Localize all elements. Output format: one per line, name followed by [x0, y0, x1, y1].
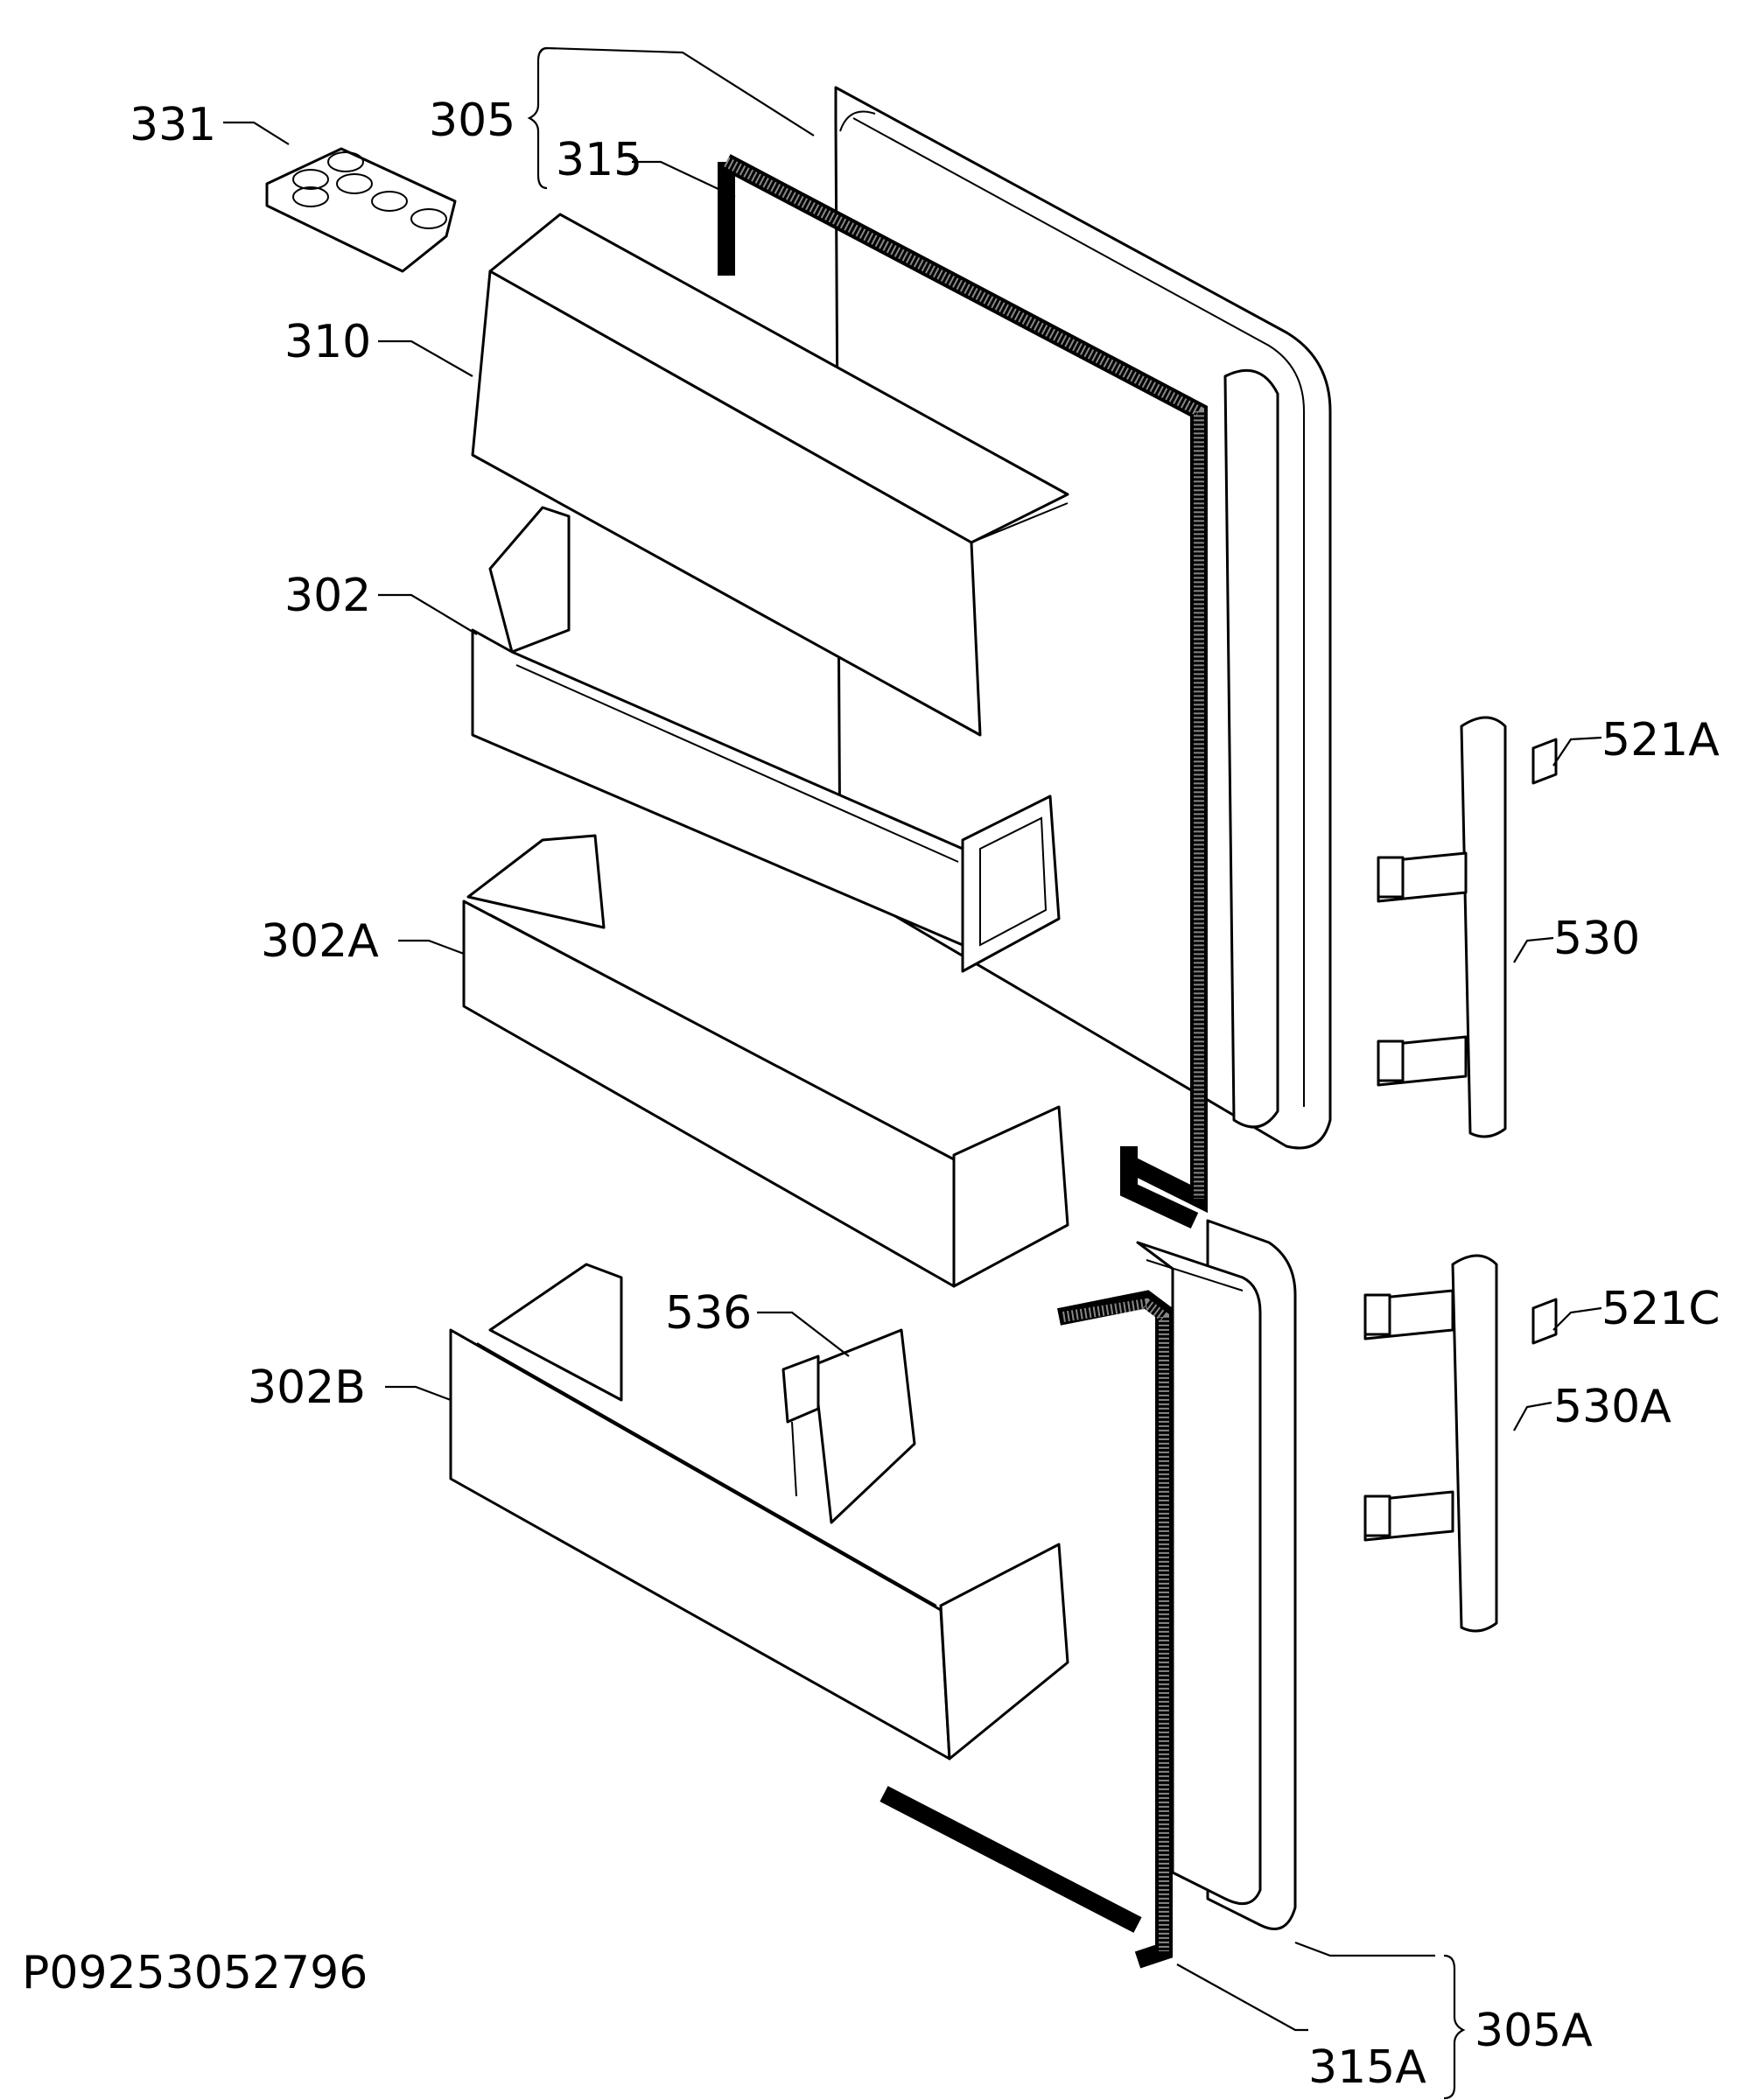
- brace-305: [527, 46, 548, 190]
- label-302b: 302B: [248, 1362, 366, 1414]
- shelf-cover: [471, 213, 1069, 737]
- brace-305a: [1443, 1954, 1466, 2100]
- label-302: 302: [284, 570, 371, 622]
- egg-tray: [265, 147, 457, 273]
- label-315a: 315A: [1308, 2041, 1426, 2094]
- label-302a: 302A: [261, 915, 379, 968]
- label-530: 530: [1553, 913, 1640, 965]
- label-530a: 530A: [1553, 1381, 1671, 1433]
- label-305: 305: [429, 94, 515, 147]
- upper-gasket: [718, 154, 1208, 1229]
- label-310: 310: [284, 316, 371, 368]
- lower-gasket: [880, 1290, 1173, 1969]
- label-305a: 305A: [1475, 2005, 1593, 2057]
- lower-handle: [1363, 1254, 1498, 1633]
- drawing-code: P09253052796: [22, 1947, 368, 1999]
- door-shelf-302a: [462, 834, 1069, 1288]
- label-536: 536: [665, 1287, 752, 1340]
- upper-handle: [1377, 716, 1507, 1138]
- door-shelf-302: [471, 506, 1061, 973]
- label-331: 331: [130, 99, 216, 151]
- label-521a: 521A: [1601, 714, 1720, 766]
- label-521c: 521C: [1601, 1283, 1720, 1335]
- cap-521c: [1531, 1298, 1558, 1345]
- bottle-holder: [781, 1328, 916, 1524]
- lower-door: [1136, 1219, 1297, 1930]
- cap-521a: [1531, 738, 1558, 785]
- label-315: 315: [556, 134, 642, 186]
- door-shelf-302b: [449, 1263, 1069, 1760]
